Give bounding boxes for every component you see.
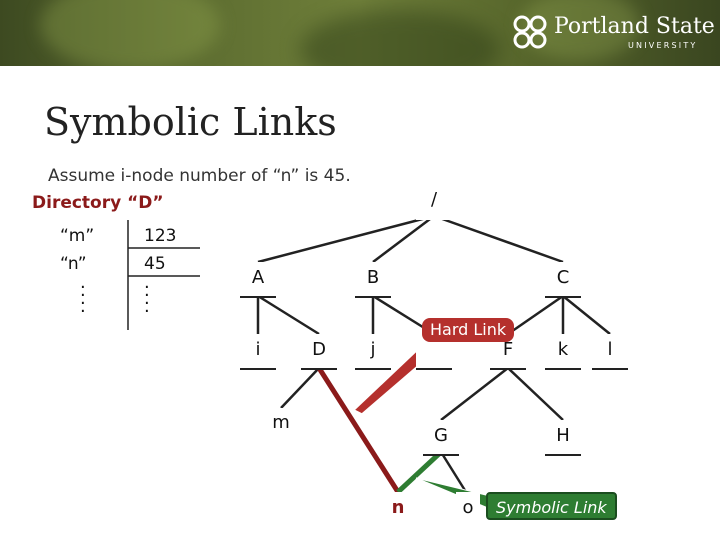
tree-node-b: B: [355, 262, 391, 298]
ellipsis-dots-icon: ····: [144, 277, 150, 322]
directory-table-lines: [127, 220, 200, 330]
psu-logo-icon: [513, 15, 547, 49]
tree-node-h: H: [545, 420, 581, 456]
tree-node-n: n: [380, 492, 416, 528]
tree-node-k: k: [545, 334, 581, 370]
dir-entry-name: “m”: [60, 226, 95, 246]
logo-subtext: UNIVERSITY: [628, 41, 698, 50]
dir-entry-name: “n”: [60, 254, 87, 274]
hard-link-callout: Hard Link: [422, 318, 515, 342]
dir-entry-inode: 45: [144, 254, 166, 274]
directory-label: Directory “D”: [32, 193, 164, 213]
slide-title: Symbolic Links: [44, 100, 337, 144]
tree-node-root: /: [416, 184, 452, 220]
tree-node-o: o: [456, 492, 480, 528]
tree-node-j: j: [355, 334, 391, 370]
dir-entry-inode: 123: [144, 226, 177, 246]
tree-node-i: i: [240, 334, 276, 370]
assumption-text: Assume i-node number of “n” is 45.: [48, 166, 351, 186]
university-logo: Portland State UNIVERSITY: [512, 14, 715, 54]
tree-node-d: D: [301, 334, 337, 370]
tree-node-g: G: [423, 420, 459, 456]
tree-node-l: l: [592, 334, 628, 370]
header-banner: Portland State UNIVERSITY: [0, 0, 720, 66]
logo-name: Portland State: [554, 14, 715, 39]
tree-node-a: A: [240, 262, 276, 298]
directory-table: “m” 123 “n” 45 ···· ····: [40, 220, 200, 330]
ellipsis-dots-icon: ····: [80, 277, 86, 322]
symbolic-link-callout: Symbolic Link: [486, 492, 617, 520]
tree-node-m: m: [263, 408, 299, 444]
tree-node-c: C: [545, 262, 581, 298]
